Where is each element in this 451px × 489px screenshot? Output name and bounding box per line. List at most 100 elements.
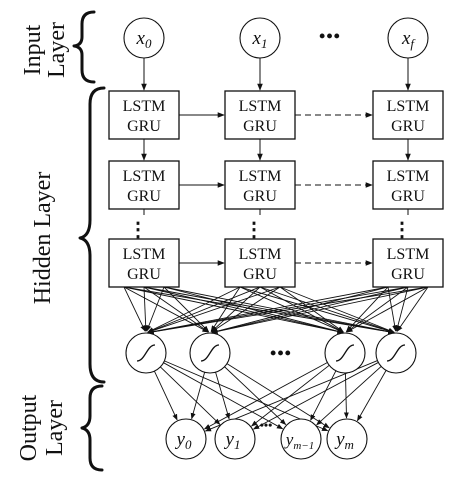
svg-text:ym−1: ym−1 <box>284 430 314 452</box>
dense-edge <box>123 286 146 332</box>
output-edge <box>343 372 349 419</box>
svg-text:GRU: GRU <box>243 266 277 283</box>
dense-edge <box>279 286 395 333</box>
sigmoid-node <box>375 332 417 374</box>
input-ellipsis: ••• <box>319 26 341 46</box>
svg-text:x1: x1 <box>252 28 268 51</box>
svg-text:GRU: GRU <box>391 266 425 283</box>
svg-text:Layer: Layer <box>42 400 68 456</box>
svg-text:⋮: ⋮ <box>244 219 264 241</box>
svg-text:LSTM: LSTM <box>387 98 430 115</box>
sigmoid-curve-icon <box>136 344 156 362</box>
dense-edge <box>147 286 389 335</box>
dense-edge <box>147 286 429 335</box>
output-edge <box>215 372 230 420</box>
sigmoid-curve-icon <box>200 344 220 362</box>
svg-text:y0: y0 <box>175 429 192 452</box>
svg-text:LSTM: LSTM <box>387 246 430 263</box>
lstm-gru-cell: LSTM GRU <box>372 238 444 288</box>
svg-text:LSTM: LSTM <box>239 246 282 263</box>
activation-ellipsis: ••• <box>270 343 292 363</box>
sigmoid-curve-icon <box>386 344 406 362</box>
input-nodes: x0 x1 ••• xf <box>123 17 429 59</box>
svg-text:x0: x0 <box>136 28 152 51</box>
svg-text:Output: Output <box>16 394 42 461</box>
dense-edge <box>147 286 241 333</box>
dense-edge <box>346 286 409 333</box>
dense-edge <box>396 286 429 332</box>
dense-edge <box>211 286 409 334</box>
dense-edge <box>143 286 344 334</box>
output-edge <box>310 370 337 421</box>
svg-text:LSTM: LSTM <box>123 168 166 185</box>
output-node-ym: ym <box>326 418 368 460</box>
dense-edge <box>211 286 281 333</box>
sigmoid-node <box>125 332 167 374</box>
hidden-layer-brace <box>78 86 106 384</box>
dense-edge <box>239 286 395 334</box>
sigmoid-node <box>324 332 366 374</box>
svg-text:GRU: GRU <box>391 118 425 135</box>
svg-text:Layer: Layer <box>44 22 70 78</box>
dense-edge <box>211 286 429 334</box>
svg-text:LSTM: LSTM <box>123 246 166 263</box>
svg-text:GRU: GRU <box>127 118 161 135</box>
output-edge <box>154 370 178 421</box>
svg-text:ym: ym <box>334 429 354 452</box>
activation-nodes <box>125 332 417 374</box>
dense-edge <box>211 286 261 333</box>
dense-edge <box>123 286 344 334</box>
lstm-gru-cell: LSTM GRU <box>108 238 180 288</box>
lstm-gru-cell: LSTM GRU <box>108 160 180 210</box>
vertical-ellipsis: ⋮ ⋮ ⋮ <box>128 219 412 241</box>
lstm-gru-cell: LSTM GRU <box>372 90 444 140</box>
dense-edge <box>146 286 165 332</box>
svg-text:LSTM: LSTM <box>387 168 430 185</box>
input-layer-label: Input Layer <box>20 22 70 78</box>
output-edge <box>160 366 221 425</box>
svg-text:GRU: GRU <box>243 118 277 135</box>
hidden-cells: LSTM GRU LSTM GRU LSTM GRU LSTM GRU LSTM GRU LSTM G… <box>108 90 444 288</box>
svg-text:LSTM: LSTM <box>239 98 282 115</box>
output-edge <box>316 366 382 426</box>
svg-text:y1: y1 <box>224 429 241 452</box>
dense-edge <box>395 286 409 332</box>
output-layer-label: Output Layer <box>16 394 68 461</box>
output-layer-brace <box>80 384 104 472</box>
output-edge <box>226 363 330 429</box>
output-nodes: y0 y1 ••• ym−1 ym <box>165 418 368 460</box>
svg-text:GRU: GRU <box>127 188 161 205</box>
svg-text:⋮: ⋮ <box>128 219 148 241</box>
output-edge <box>203 362 328 430</box>
dense-edge <box>143 286 149 332</box>
output-edge <box>251 364 330 427</box>
lstm-gru-cell: LSTM GRU <box>372 160 444 210</box>
dense-edge <box>387 286 398 332</box>
output-node-ym-1: ym−1 <box>280 418 322 460</box>
sigmoid-curve-icon <box>335 344 355 362</box>
dense-edge <box>147 286 261 333</box>
svg-text:GRU: GRU <box>391 188 425 205</box>
svg-text:⋮: ⋮ <box>392 219 412 241</box>
svg-text:GRU: GRU <box>127 266 161 283</box>
dense-edge <box>147 286 281 333</box>
dense-edge <box>123 286 395 335</box>
output-edge <box>357 370 387 422</box>
output-node-y0: y0 <box>165 418 207 460</box>
output-edge <box>252 362 379 430</box>
lstm-gru-cell: LSTM GRU <box>224 238 296 288</box>
output-edge <box>190 372 206 420</box>
input-node-x0: x0 <box>123 17 165 59</box>
dense-edge <box>210 286 241 332</box>
dense-edge <box>147 286 409 335</box>
svg-text:xf: xf <box>401 28 416 51</box>
sigmoid-node <box>189 332 231 374</box>
input-node-xf: xf <box>387 17 429 59</box>
output-ellipsis: ••• <box>260 418 273 432</box>
dense-edge <box>163 286 344 334</box>
dense-edge <box>259 286 395 333</box>
hidden-layer-label: Hidden Layer <box>30 172 56 305</box>
svg-text:Hidden Layer: Hidden Layer <box>30 172 56 305</box>
